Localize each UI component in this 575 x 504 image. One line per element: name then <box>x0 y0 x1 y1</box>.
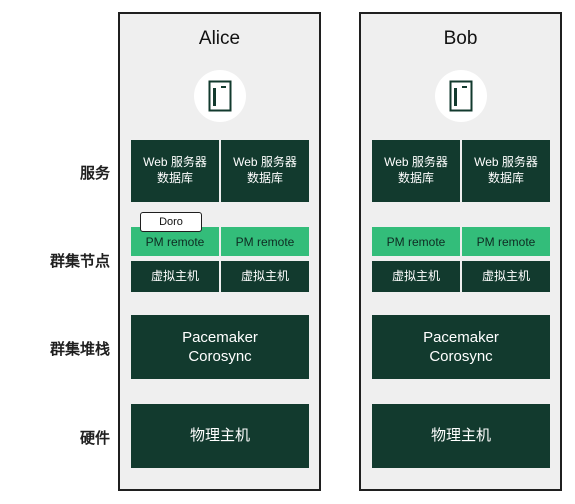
service-line-web: Web 服务器 <box>143 155 207 170</box>
server-tower-icon <box>449 80 472 112</box>
service-line-db: 数据库 <box>397 171 434 185</box>
server-icon-circle <box>434 70 487 122</box>
host-title: Bob <box>443 28 478 49</box>
physical-host-block: 物理主机 <box>372 404 550 468</box>
row-label-cluster-nodes: 群集节点 <box>50 252 111 270</box>
virtual-host-block: 虚拟主机 <box>462 261 550 292</box>
doro-label: Doro <box>140 212 202 232</box>
cluster-stack-block: Pacemaker Corosync <box>372 315 550 379</box>
row-label-hardware: 硬件 <box>79 429 110 447</box>
virtual-host-block: 虚拟主机 <box>372 261 460 292</box>
stack-line-pacemaker: Pacemaker <box>423 328 499 346</box>
host-title: Alice <box>198 28 241 49</box>
server-tower-icon <box>208 80 231 112</box>
row-label-cluster-stack: 群集堆栈 <box>50 340 111 358</box>
service-line-db: 数据库 <box>156 171 193 185</box>
service-block: Web 服务器 数据库 <box>462 140 550 202</box>
stack-line-corosync: Corosync <box>188 348 252 365</box>
service-block: Web 服务器 数据库 <box>221 140 309 202</box>
service-block: Web 服务器 数据库 <box>372 140 460 202</box>
stack-line-pacemaker: Pacemaker <box>182 328 258 346</box>
service-line-db: 数据库 <box>487 171 524 185</box>
virtual-host-block: 虚拟主机 <box>131 261 219 292</box>
service-line-web: Web 服务器 <box>233 155 297 170</box>
server-icon-circle <box>193 70 246 122</box>
pm-remote-block: PM remote <box>221 227 309 256</box>
host-column-bob: Bob Web 服务器 数据库 Web 服务器 数据库 PM remote PM… <box>359 12 562 491</box>
stack-line-corosync: Corosync <box>429 348 493 365</box>
service-line-web: Web 服务器 <box>474 155 538 170</box>
host-column-alice: Alice Web 服务器 数据库 Web 服务器 数据库 PM remote … <box>118 12 321 491</box>
physical-host-block: 物理主机 <box>131 404 309 468</box>
service-line-web: Web 服务器 <box>384 155 448 170</box>
service-line-db: 数据库 <box>246 171 283 185</box>
pm-remote-block: PM remote <box>462 227 550 256</box>
service-block: Web 服务器 数据库 <box>131 140 219 202</box>
pm-remote-block: PM remote <box>372 227 460 256</box>
row-label-services: 服务 <box>79 164 110 182</box>
virtual-host-block: 虚拟主机 <box>221 261 309 292</box>
cluster-stack-block: Pacemaker Corosync <box>131 315 309 379</box>
